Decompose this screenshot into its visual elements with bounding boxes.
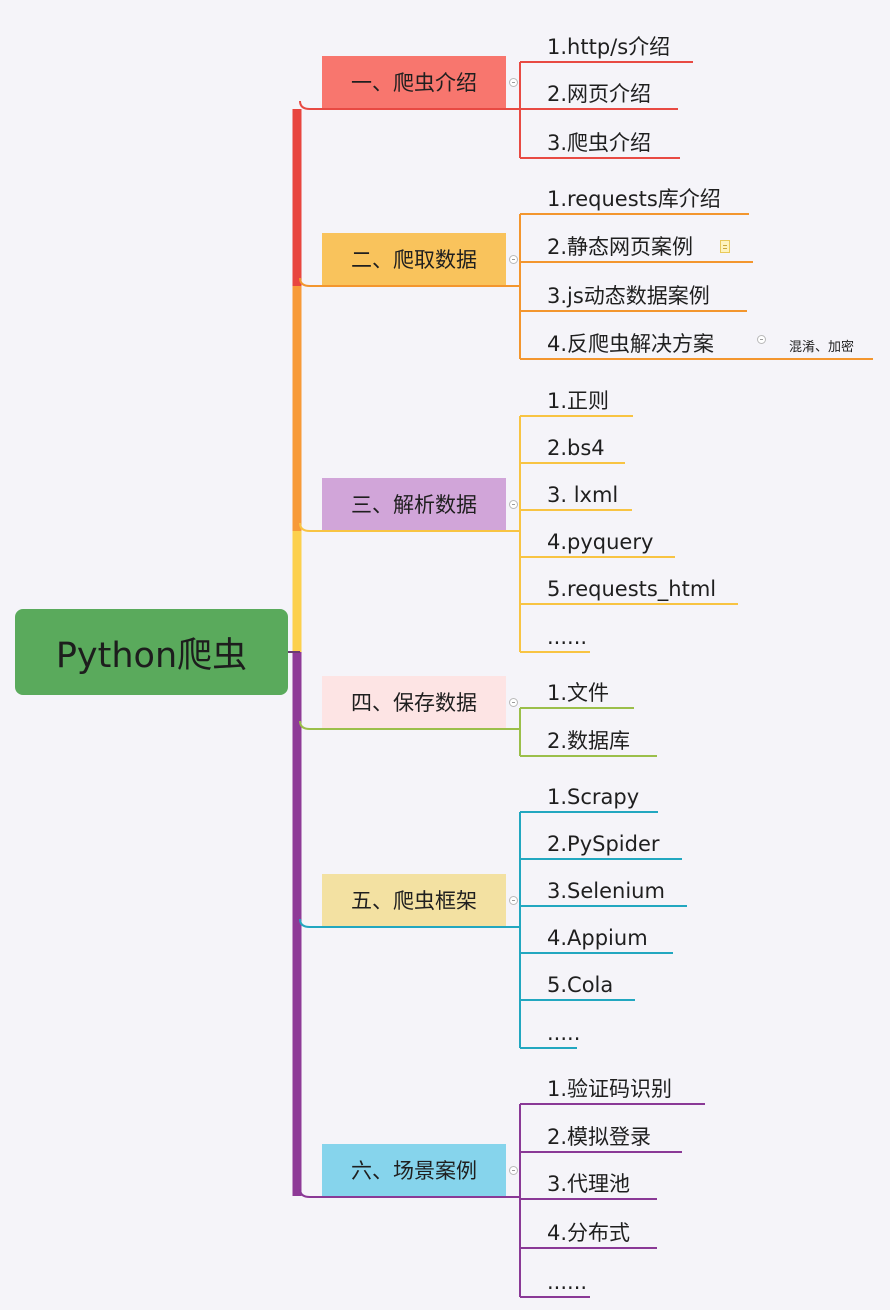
collapse-toggle-icon[interactable] [509, 698, 518, 707]
branch-connector [299, 918, 520, 928]
branch-label: 三、解析数据 [351, 493, 477, 517]
collapse-toggle-icon[interactable] [509, 1166, 518, 1175]
root-node[interactable]: Python爬虫 [15, 609, 288, 695]
collapse-toggle-icon[interactable] [509, 500, 518, 509]
leaf-item[interactable]: 2.模拟登录 [547, 1125, 652, 1149]
leaf-item[interactable]: 3.Selenium [547, 879, 665, 903]
leaf-item[interactable]: 2.静态网页案例 [547, 235, 694, 259]
leaf-item[interactable]: 3.代理池 [547, 1172, 631, 1196]
leaf-item[interactable]: 3.爬虫介绍 [547, 131, 652, 155]
leaf-item[interactable]: 5.Cola [547, 973, 614, 997]
leaf-item[interactable]: ...... [547, 625, 588, 649]
branch-label: 四、保存数据 [351, 691, 477, 715]
leaf-item[interactable]: 1.文件 [547, 681, 610, 705]
leaf-item[interactable]: 1.正则 [547, 389, 610, 413]
leaf-item[interactable]: 4.分布式 [547, 1221, 631, 1245]
branch-connector [299, 1188, 520, 1198]
leaf-item[interactable]: 5.requests_html [547, 577, 717, 601]
sub-note-label[interactable]: 混淆、加密 [789, 340, 855, 355]
leaf-item[interactable]: 1.http/s介绍 [547, 35, 671, 59]
collapse-toggle-icon[interactable] [509, 896, 518, 905]
leaf-item[interactable]: 2.PySpider [547, 832, 660, 856]
branch-node[interactable]: 五、爬虫框架 [322, 874, 506, 926]
branch-node[interactable]: 二、爬取数据 [322, 233, 506, 285]
leaf-item[interactable]: 4.反爬虫解决方案 [547, 332, 715, 356]
branch-connector [299, 277, 520, 287]
leaf-item[interactable]: 3. lxml [547, 483, 619, 507]
branch-label: 一、爬虫介绍 [351, 71, 477, 95]
branch-connector [299, 100, 520, 110]
leaf-item[interactable]: 4.Appium [547, 926, 648, 950]
branch-node[interactable]: 四、保存数据 [322, 676, 506, 728]
branch-node[interactable]: 一、爬虫介绍 [322, 56, 506, 108]
leaf-item[interactable]: 2.bs4 [547, 436, 605, 460]
leaf-item[interactable]: 1.验证码识别 [547, 1077, 673, 1101]
leaf-item[interactable]: 3.js动态数据案例 [547, 284, 710, 308]
leaf-item[interactable]: 1.Scrapy [547, 785, 640, 809]
branch-label: 六、场景案例 [351, 1159, 477, 1183]
leaf-item[interactable]: ...... [547, 1270, 588, 1294]
branch-connector [299, 522, 520, 532]
branch-node[interactable]: 三、解析数据 [322, 478, 506, 530]
root-label: Python爬虫 [55, 635, 248, 676]
branch-node[interactable]: 六、场景案例 [322, 1144, 506, 1196]
branch-connector [299, 720, 520, 730]
leaf-item[interactable]: 4.pyquery [547, 530, 654, 554]
leaf-item[interactable]: ..... [547, 1021, 581, 1045]
leaf-item[interactable]: 2.数据库 [547, 729, 631, 753]
leaf-item[interactable]: 1.requests库介绍 [547, 187, 721, 211]
collapse-toggle-icon[interactable] [757, 335, 766, 344]
leaf-item[interactable]: 2.网页介绍 [547, 82, 652, 106]
branch-label: 二、爬取数据 [351, 248, 477, 272]
collapse-toggle-icon[interactable] [509, 78, 518, 87]
branch-label: 五、爬虫框架 [351, 889, 477, 913]
note-document-icon[interactable] [720, 240, 730, 253]
collapse-toggle-icon[interactable] [509, 255, 518, 264]
